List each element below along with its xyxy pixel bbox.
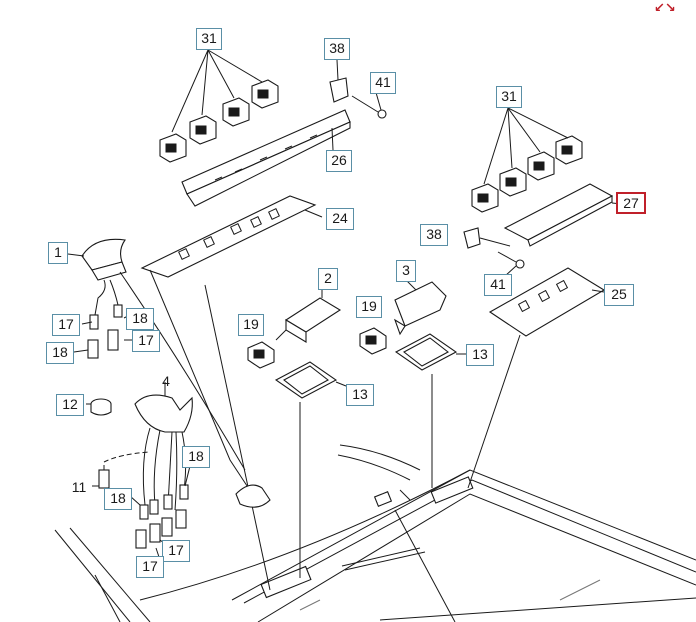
callout-24[interactable]: 24 xyxy=(326,208,354,230)
callout-13-a[interactable]: 13 xyxy=(346,384,374,406)
left-antenna-assembly xyxy=(67,238,271,591)
callout-27[interactable]: 27 xyxy=(616,192,646,214)
callout-18-d[interactable]: 18 xyxy=(104,488,132,510)
right-switch-assembly xyxy=(463,107,623,337)
callout-41-right[interactable]: 41 xyxy=(484,274,512,296)
middle-antenna-modules xyxy=(247,279,521,578)
callout-2[interactable]: 2 xyxy=(318,268,338,290)
callout-4: 4 xyxy=(162,373,170,389)
callout-17-c[interactable]: 17 xyxy=(162,540,190,562)
callout-17-a[interactable]: 17 xyxy=(52,314,80,336)
callout-18-c[interactable]: 18 xyxy=(182,446,210,468)
callout-18-b[interactable]: 18 xyxy=(46,342,74,364)
callout-12[interactable]: 12 xyxy=(56,394,84,416)
callout-26[interactable]: 26 xyxy=(326,150,352,172)
callout-38-top[interactable]: 38 xyxy=(324,38,350,60)
callout-17-b[interactable]: 17 xyxy=(132,330,160,352)
left-switch-assembly xyxy=(140,49,387,278)
callout-31-left[interactable]: 31 xyxy=(196,28,222,50)
callout-19-b[interactable]: 19 xyxy=(356,296,382,318)
callout-11: 11 xyxy=(71,479,87,495)
vehicle-roof-and-rear-window xyxy=(54,444,696,622)
callout-18-a[interactable]: 18 xyxy=(126,308,154,330)
callout-13-b[interactable]: 13 xyxy=(466,344,494,366)
callout-1[interactable]: 1 xyxy=(48,242,68,264)
callout-38-right[interactable]: 38 xyxy=(420,224,448,246)
callout-31-right[interactable]: 31 xyxy=(496,86,522,108)
callout-41-top[interactable]: 41 xyxy=(370,72,396,94)
callout-17-d[interactable]: 17 xyxy=(136,556,164,578)
expand-arrows-icon[interactable]: ↙↘ xyxy=(654,1,676,16)
callout-19-a[interactable]: 19 xyxy=(238,314,264,336)
callout-25[interactable]: 25 xyxy=(604,284,634,306)
callout-3[interactable]: 3 xyxy=(396,260,416,282)
